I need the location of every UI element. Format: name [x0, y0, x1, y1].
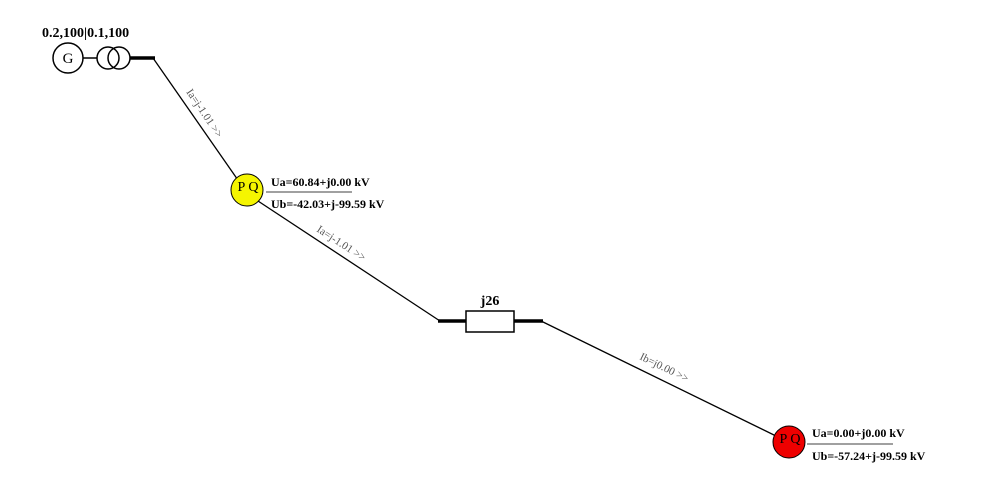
generator-rating-label: 0.2,100|0.1,100	[42, 26, 129, 41]
line-3-current-label: Ib=j0.00 >>	[638, 351, 691, 385]
line-2[interactable]	[257, 200, 441, 322]
transformer-winding-primary	[96, 46, 120, 70]
bus-1-circle	[230, 173, 264, 207]
bus-1-symbol: P Q	[238, 180, 259, 195]
bus-1-ua-label: Ua=60.84+j0.00 kV	[271, 175, 370, 189]
bus-1-ub-label: Ub=-42.03+j-99.59 kV	[271, 197, 385, 211]
generator[interactable]: G	[52, 42, 84, 74]
bus-2-symbol: P Q	[780, 432, 801, 447]
bus-2-ua-label: Ua=0.00+j0.00 kV	[812, 426, 905, 440]
line-3[interactable]	[540, 320, 777, 437]
transformer[interactable]	[96, 46, 131, 70]
impedance-label: j26	[480, 294, 500, 309]
bus-2[interactable]: P Q	[772, 425, 806, 459]
bus-1[interactable]: P Q	[230, 173, 264, 207]
generator-symbol: G	[63, 51, 74, 67]
bus-2-ub-label: Ub=-57.24+j-99.59 kV	[812, 449, 926, 463]
bus-2-circle	[772, 425, 806, 459]
impedance-box[interactable]	[465, 310, 515, 333]
line-1[interactable]	[152, 57, 241, 184]
